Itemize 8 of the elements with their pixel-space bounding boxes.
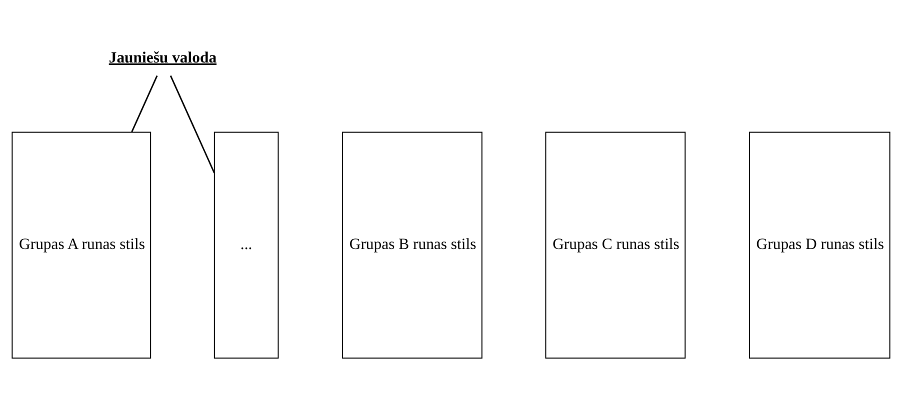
node-box: Grupas C runas stils — [545, 131, 686, 358]
node-text: Jauniešu valoda — [108, 48, 217, 66]
node-box: ... — [214, 131, 279, 358]
connector — [131, 74, 158, 132]
node-box: Grupas A runas stils — [12, 131, 152, 358]
node-box: Grupas B runas stils — [342, 131, 482, 358]
connector — [170, 74, 215, 173]
node-box: Grupas D runas stils — [748, 131, 890, 358]
